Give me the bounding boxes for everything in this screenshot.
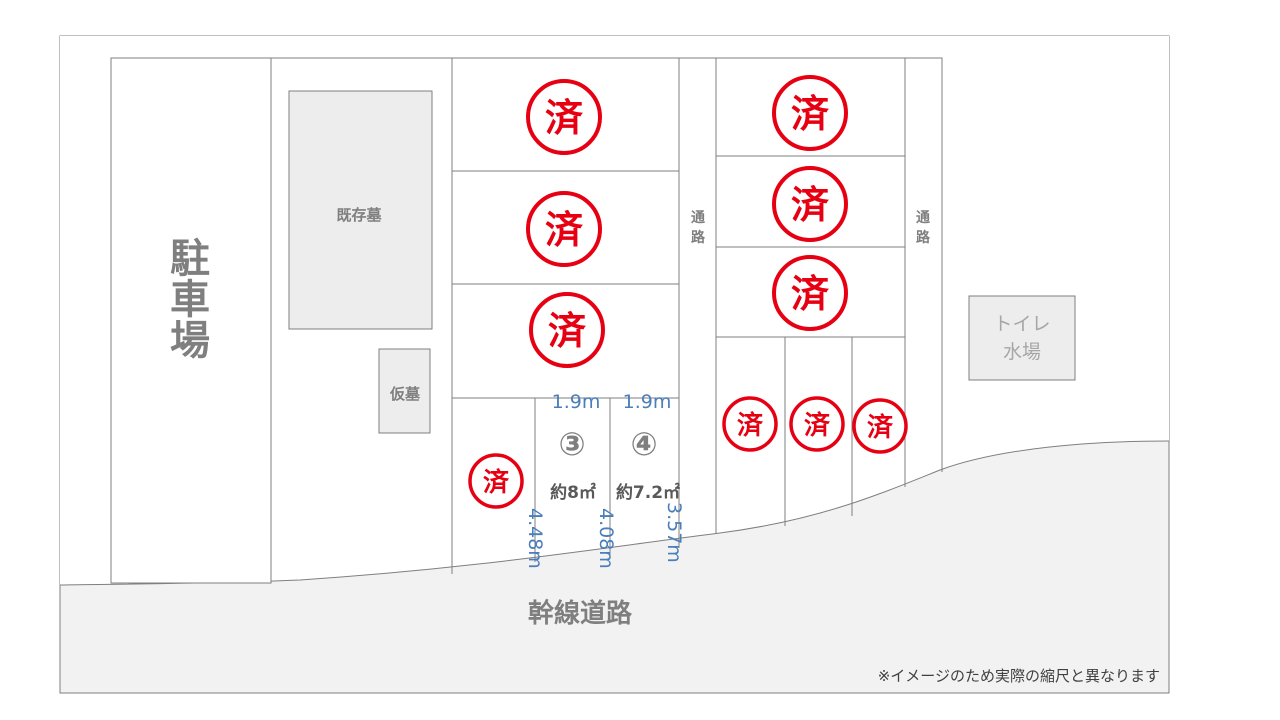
main-road-label: 幹線道路 (528, 598, 633, 629)
svg-text:済: 済 (548, 309, 587, 353)
svg-text:済: 済 (791, 92, 830, 136)
passage-label-1b: 路 (691, 229, 706, 246)
sold-mark: 済 (526, 79, 602, 155)
sold-mark: 済 (772, 255, 848, 331)
plot-3-depth: 4.48m (524, 508, 546, 569)
parking-label-1: 駐 (170, 236, 210, 282)
passage-label-2a: 通 (916, 210, 930, 226)
svg-text:済: 済 (804, 410, 831, 441)
existing-grave (288, 90, 433, 330)
plot-3-area: 約8㎡ (550, 482, 596, 503)
svg-text:済: 済 (867, 412, 894, 443)
existing-grave-label: 既存墓 (336, 206, 382, 224)
plot-3-number: ③ (558, 425, 585, 463)
temp-grave-label: 仮墓 (389, 385, 421, 403)
svg-text:済: 済 (545, 96, 584, 140)
scale-note: ※イメージのため実際の縮尺と異なります (878, 667, 1160, 685)
svg-text:済: 済 (791, 183, 830, 227)
sold-mark: 済 (772, 166, 848, 242)
parking-label-3: 場 (170, 318, 210, 364)
svg-text:済: 済 (545, 208, 584, 252)
passage-label-2b: 路 (916, 229, 931, 246)
water-label: 水場 (1003, 341, 1041, 363)
svg-text:済: 済 (737, 410, 764, 441)
plot-4-width: 1.9m (623, 391, 672, 413)
plot-4-depth: 4.08m (595, 508, 617, 569)
toilet-label: トイレ (993, 313, 1050, 335)
sold-mark: 済 (526, 191, 602, 267)
sold-mark: 済 (852, 398, 908, 454)
parking-label-2: 車 (170, 277, 210, 323)
plot-grid-left (451, 58, 680, 574)
sold-mark: 済 (772, 75, 848, 151)
sold-marks: 済 済 済 済 済 済 済 済 (468, 75, 908, 509)
svg-text:済: 済 (791, 272, 830, 316)
sold-mark: 済 (722, 396, 778, 452)
temp-grave (378, 348, 431, 434)
svg-text:済: 済 (483, 467, 510, 498)
sold-mark: 済 (468, 453, 524, 509)
passage-label-1a: 通 (691, 210, 705, 226)
parking-area (110, 57, 272, 584)
sold-mark: 済 (789, 396, 845, 452)
toilet-water-area (968, 295, 1076, 381)
sold-mark: 済 (529, 292, 605, 368)
plot-3-width: 1.9m (552, 391, 601, 413)
plot-4-right-depth: 3.57m (663, 502, 685, 563)
section-outline (271, 57, 943, 472)
plot-4-area: 約7.2㎡ (616, 482, 680, 503)
plot-4-number: ④ (630, 425, 657, 463)
